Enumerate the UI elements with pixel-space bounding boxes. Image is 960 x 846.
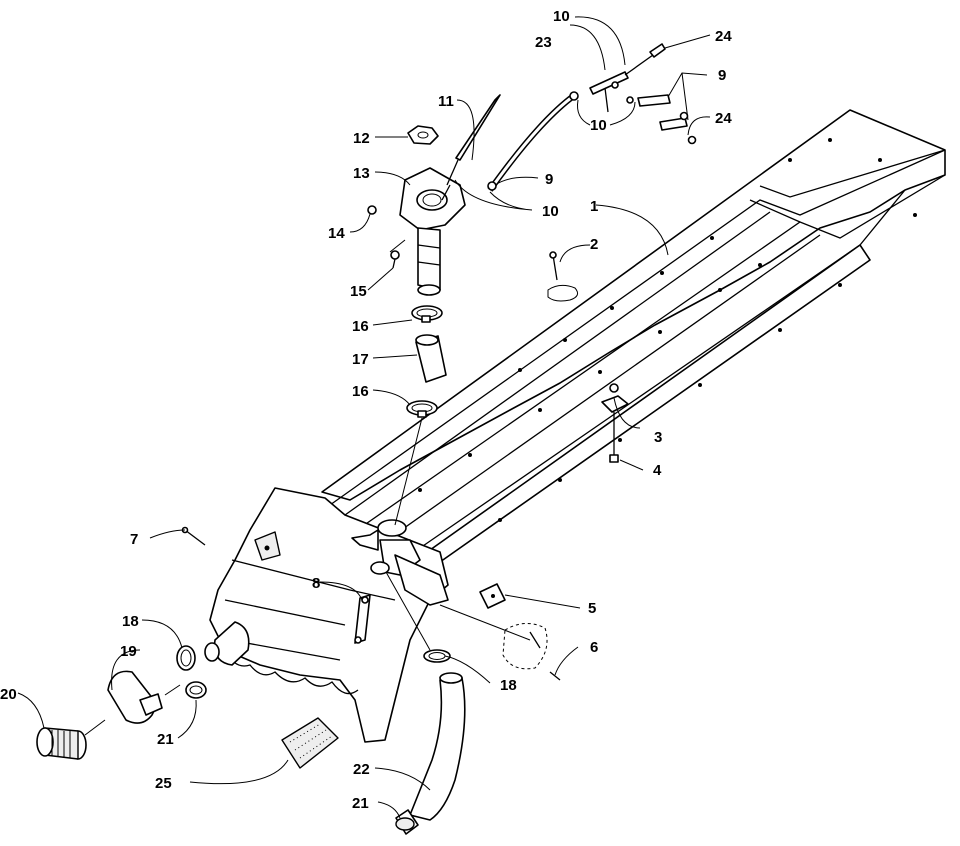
front-bulkhead — [209, 487, 449, 743]
callout-9-upper: 9 — [718, 67, 726, 84]
outlet-elbow — [351, 519, 449, 606]
callout-24-upper: 24 — [715, 28, 732, 45]
tunnel-body — [321, 109, 946, 563]
callout-16-lower: 16 — [352, 383, 369, 400]
callout-3: 3 — [654, 429, 662, 446]
callout-10-top: 10 — [553, 8, 570, 25]
callout-6: 6 — [590, 639, 598, 656]
callout-11: 11 — [438, 93, 454, 110]
bracket-5-6 — [479, 583, 561, 681]
callout-5: 5 — [588, 600, 596, 617]
callout-21-left: 21 — [157, 731, 174, 748]
callout-18-left: 18 — [122, 613, 139, 630]
callout-9-lower: 9 — [545, 171, 553, 188]
callout-19: 19 — [120, 643, 137, 660]
vent-hoses — [441, 43, 697, 201]
callout-18-right: 18 — [500, 677, 517, 694]
callout-21-bottom: 21 — [352, 795, 369, 812]
left-hose — [36, 621, 250, 760]
leader-lines — [17, 16, 711, 819]
filler-neck — [367, 125, 466, 296]
lower-hose — [395, 649, 466, 835]
callout-16-upper: 16 — [352, 318, 369, 335]
callout-7: 7 — [130, 531, 138, 548]
screw-7 — [181, 526, 206, 546]
callout-8: 8 — [312, 575, 320, 592]
callout-12: 12 — [353, 130, 370, 147]
callout-10-mid: 10 — [590, 117, 607, 134]
callout-15: 15 — [350, 283, 367, 300]
callout-4: 4 — [653, 462, 662, 479]
callout-labels: 1 2 3 4 5 6 7 8 9 9 10 10 10 11 12 13 14… — [0, 8, 732, 812]
callout-1: 1 — [590, 198, 598, 215]
rivet-dots — [418, 138, 917, 522]
callout-25: 25 — [155, 775, 172, 792]
clip-2 — [547, 251, 579, 302]
callout-20: 20 — [0, 686, 17, 703]
callout-24-lower: 24 — [715, 110, 732, 127]
callout-10-lower: 10 — [542, 203, 559, 220]
callout-23: 23 — [535, 34, 552, 51]
bracket-8 — [354, 594, 371, 644]
pad-25 — [281, 717, 339, 769]
clamp-hose-stack — [406, 305, 447, 418]
callout-13: 13 — [353, 165, 370, 182]
callout-14: 14 — [328, 225, 345, 242]
callout-2: 2 — [590, 236, 598, 253]
sleeve-20 — [36, 727, 87, 760]
callout-22: 22 — [353, 761, 370, 778]
callout-17: 17 — [352, 351, 369, 368]
